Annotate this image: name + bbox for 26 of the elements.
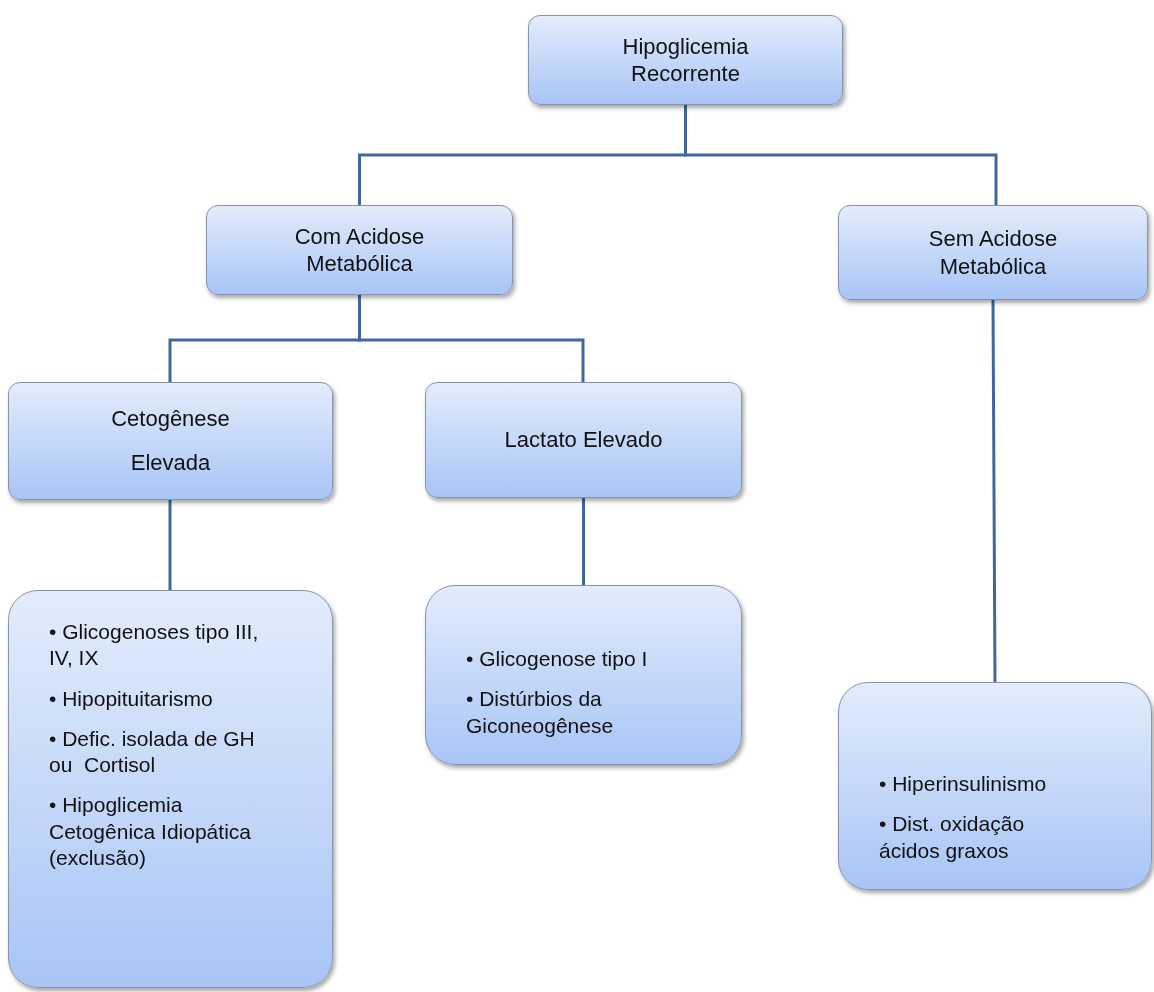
list-box [838,682,1152,890]
connector-line [358,295,585,382]
process-box [838,205,1148,300]
node-label: Sem Acidose Metabólica [927,225,1059,280]
bullet-item: • Dist. oxidação ácidos graxos [879,811,1026,864]
bullet-item: • Defic. isolada de GH ou Cortisol [49,725,256,778]
node-label: Hipoglicemia Recorrente [621,32,750,88]
list-box [425,585,742,765]
connector-line [582,498,585,585]
bullet-item: • Hiperinsulinismo [879,771,1048,797]
node-label: Cetogênese Elevada [110,405,231,477]
bullet-item: • Hipopituitarismo [49,685,214,712]
connector-line [684,105,998,205]
connector-line [168,500,172,590]
process-box [528,15,843,105]
node-label: Lactato Elevado [504,426,663,454]
process-box [8,382,333,500]
list-box [8,590,333,988]
process-box [425,382,742,498]
bullet-item: • Distúrbios da Giconeogênese [466,686,615,739]
connector-line [991,300,997,682]
process-box [206,205,513,295]
node-label: Com Acidose Metabólica [293,222,426,278]
bullet-item: • Glicogenoses tipo III, IV, IX [49,619,260,672]
bullet-item: • Glicogenose tipo I [466,646,649,672]
bullet-item: • Hipoglicemia Cetogênica Idiopática (exclusão) [49,792,252,871]
